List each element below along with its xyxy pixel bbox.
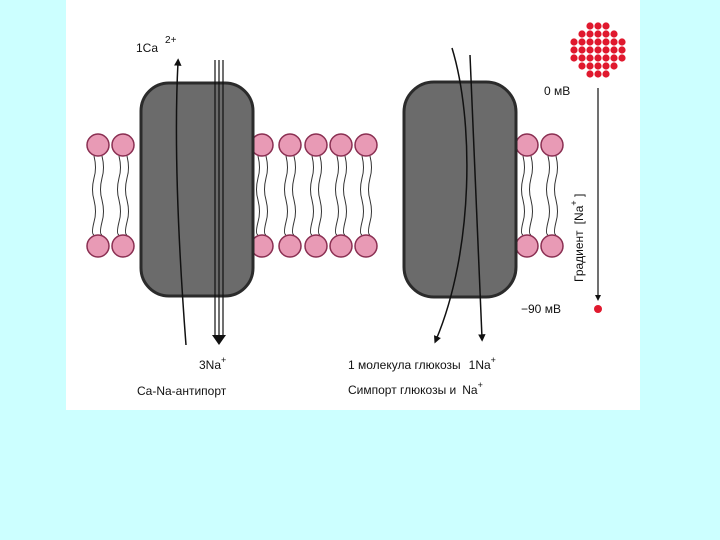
membrane-diagram: 1Ca2+ 3Na+ Ca-Na-антипорт 1 молекула глю…	[86, 22, 626, 398]
phospholipid	[515, 133, 539, 258]
phospholipid	[354, 133, 378, 258]
phospholipid	[304, 133, 328, 258]
low-na-concentration-icon	[594, 305, 602, 313]
phospholipid	[278, 133, 302, 258]
phospholipid	[86, 133, 110, 258]
symport-protein	[402, 80, 518, 299]
phospholipid	[111, 133, 135, 258]
ca-efflux-arrow	[174, 58, 187, 346]
phospholipid	[540, 133, 564, 258]
na3-label: 3Na+	[199, 355, 226, 372]
high-na-concentration-icon	[570, 22, 626, 78]
ca-label: 1Ca2+	[136, 35, 177, 55]
membrane-transport-figure: 1Ca2+ 3Na+ Ca-Na-антипорт 1 молекула глю…	[66, 0, 640, 410]
antiport-protein	[139, 81, 255, 298]
glucose-influx-arrow	[434, 47, 468, 344]
voltage-bottom-label: −90 мВ	[521, 302, 561, 316]
na3-influx-arrow	[212, 60, 226, 345]
phospholipid	[329, 133, 353, 258]
voltage-top-label: 0 мВ	[544, 84, 570, 98]
antiport-caption: Ca-Na-антипорт	[137, 384, 227, 398]
gradient-label: Градиент[Na+ ]	[569, 194, 586, 282]
na-influx-arrow	[469, 54, 486, 342]
